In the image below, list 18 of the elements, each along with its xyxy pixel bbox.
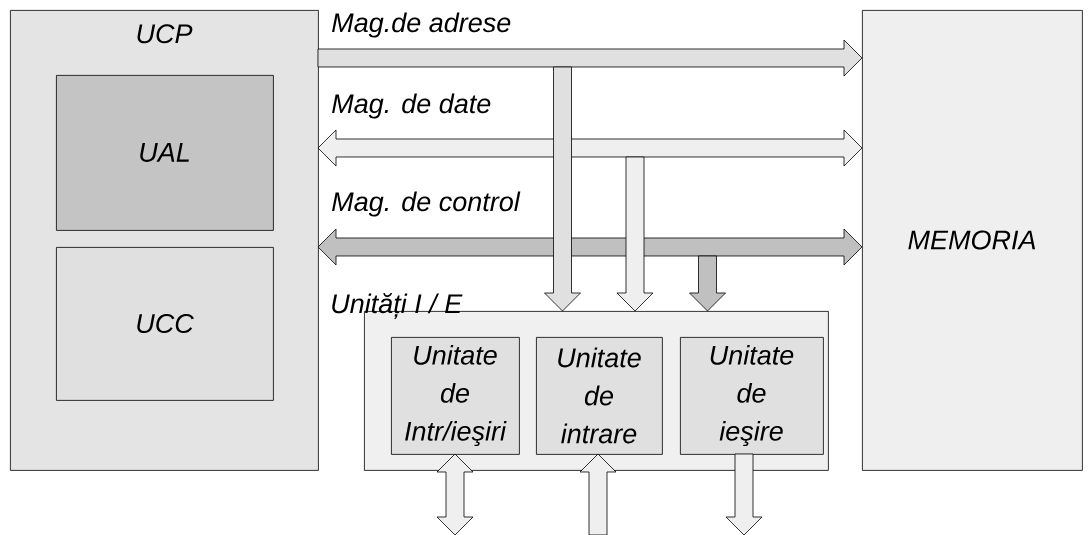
bus-arrow [544, 66, 581, 312]
edge-label: Mag.de adrese [330, 11, 513, 39]
edge-label: Mag. de control [330, 190, 521, 218]
bus-arrow [725, 453, 763, 535]
bus-arrow [579, 453, 617, 535]
bus-arrow [616, 156, 654, 312]
bus-arrow [317, 129, 863, 167]
bus-arrow [436, 453, 474, 535]
memory-box: MEMORIA [862, 10, 1083, 471]
alu-box: UAL [56, 75, 274, 231]
unit-box: Unitate de Intr/ieşiri [391, 337, 520, 455]
unit-box: Unitate de ieşire [680, 337, 824, 455]
unit-box: Unitate de intrare [536, 337, 663, 455]
control-unit-box: UCC [56, 247, 274, 401]
edge-label: Mag. de date [330, 92, 493, 120]
bus-arrow [317, 39, 863, 77]
bus-arrow [689, 255, 726, 312]
bus-arrow [317, 228, 863, 266]
